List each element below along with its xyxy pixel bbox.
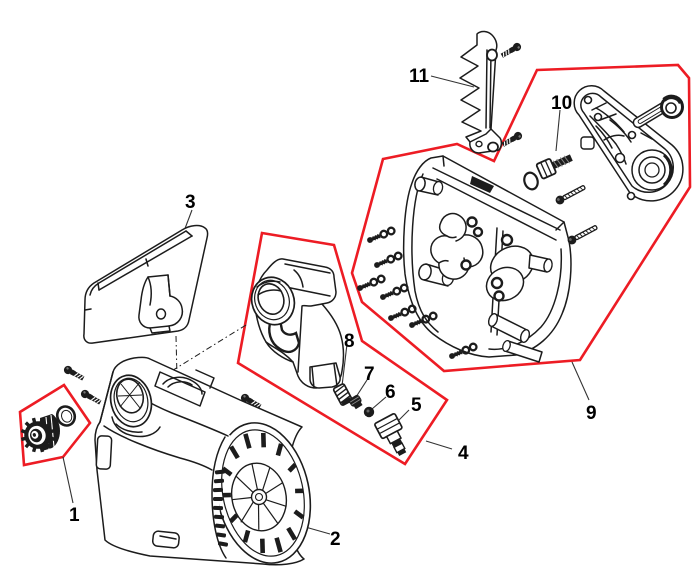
svg-text:5: 5	[411, 395, 422, 416]
svg-text:7: 7	[364, 364, 375, 385]
svg-text:10: 10	[551, 93, 572, 114]
svg-text:9: 9	[586, 403, 597, 424]
svg-text:6: 6	[385, 382, 396, 403]
svg-text:11: 11	[409, 66, 430, 87]
svg-text:8: 8	[344, 331, 355, 352]
svg-text:1: 1	[69, 505, 80, 526]
svg-text:3: 3	[185, 192, 196, 213]
svg-text:4: 4	[458, 443, 469, 464]
svg-text:2: 2	[330, 529, 341, 550]
